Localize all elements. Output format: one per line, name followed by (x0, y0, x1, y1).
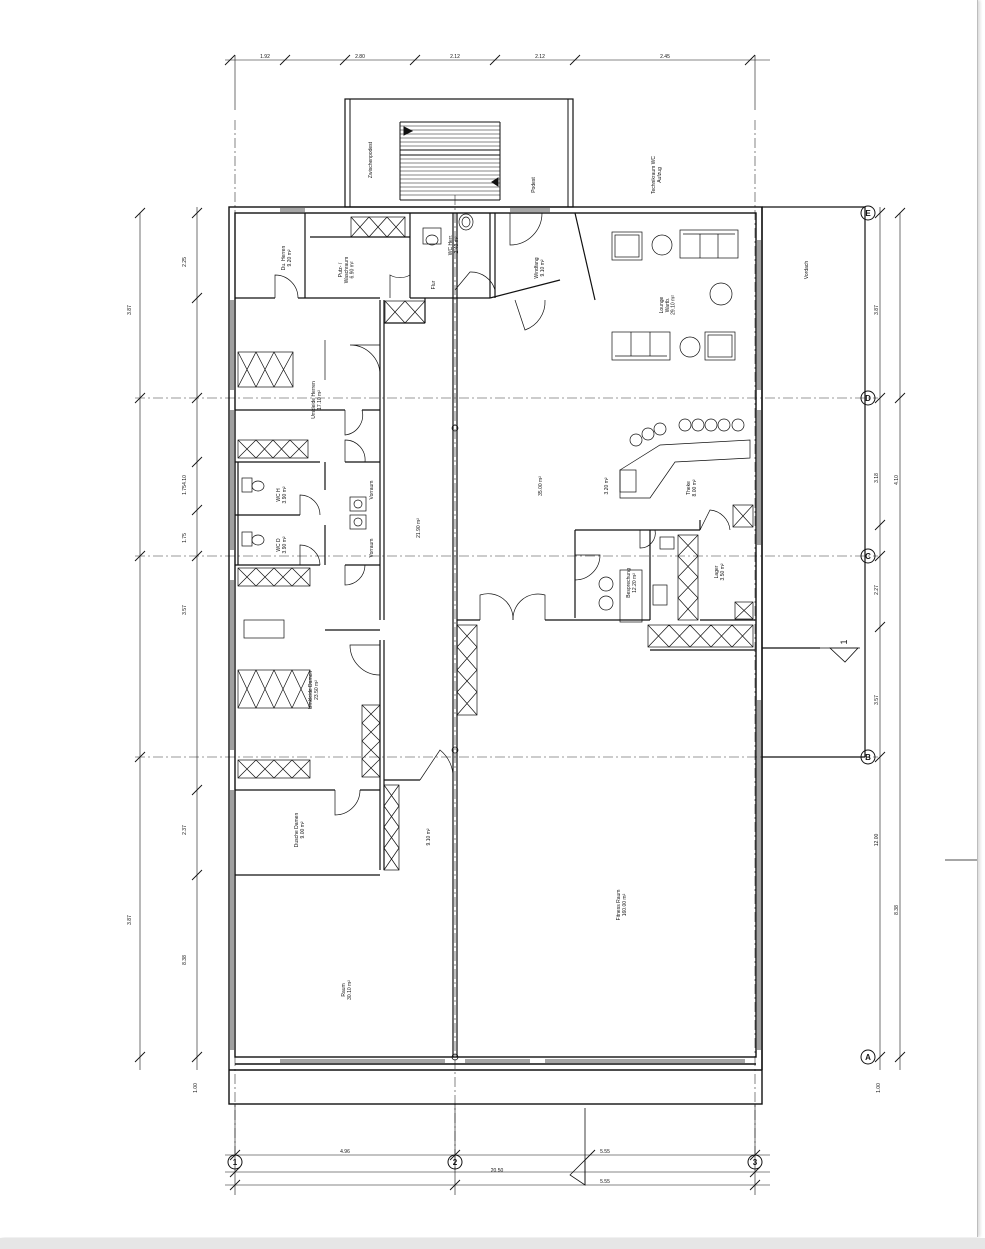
interior-walls (235, 206, 866, 1057)
room-label-stairwell: Zwischenpodest (368, 141, 374, 178)
room-label-podest: Podest (531, 177, 537, 193)
room-label-technik: Technikraum WCAufzug (651, 156, 663, 194)
room-label-vorraum-1: Vorraum (369, 481, 375, 500)
room-label-windfang: Windfang9.10 m² (534, 257, 546, 278)
dim-top-2: 2.12 (450, 54, 460, 60)
windows (230, 208, 761, 1063)
axis-bubble-3-circle (747, 1154, 763, 1170)
lockers (237, 216, 754, 871)
dim-left-4: 1.75 (182, 533, 188, 543)
dim-bottom-0: 4.96 (340, 1149, 350, 1155)
room-label-flur-lower: 9.10 m² (426, 828, 432, 845)
room-label-wc-d: WC D3.90 m² (276, 536, 288, 553)
dim-right-1: 3.18 (874, 473, 880, 483)
dim-left-5: 3.57 (182, 605, 188, 615)
dim-right-3: 2.27 (874, 585, 880, 595)
dim-bottom-2: 5.55 (600, 1149, 610, 1155)
page-bottom-edge (0, 1238, 985, 1249)
room-label-fitness: Fitness Raum160.00 m² (616, 890, 628, 921)
axis-bubble-e-circle (860, 205, 876, 221)
axis-bubble-a: A (865, 1053, 871, 1062)
axis-bubble-c-circle (860, 548, 876, 564)
stairwell (344, 98, 574, 208)
dimension-lines (134, 54, 906, 1195)
dim-top-1: 2.80 (355, 54, 365, 60)
room-label-umkleide-damen: Umkleide Damen23.50 m² (308, 671, 320, 710)
toilets (241, 213, 474, 547)
room-label-cafe: 35.00 m² (538, 476, 544, 496)
room-label-wc-h: WC H3.90 m² (276, 486, 288, 503)
dim-right-5: 12.00 (874, 834, 880, 847)
dim-top-0: 1.92 (260, 54, 270, 60)
axis-bubble-3: 3 (753, 1158, 758, 1167)
room-label-wc-herren: WC Herr.2.40 m² (448, 235, 460, 256)
room-label-putz: Putz- /Waschraum6.90 m² (338, 257, 356, 284)
dim-left-7: 8.38 (182, 955, 188, 965)
axis-bubble-2-circle (447, 1154, 463, 1170)
axis-bubbles: E D C B A 1 2 3 (227, 205, 876, 1170)
room-label-vordach: Vordach (804, 261, 810, 280)
dim-right-0: 3.87 (874, 305, 880, 315)
doors (274, 212, 731, 816)
dim-left-2: 4.10 (182, 475, 188, 485)
grid-lines (135, 120, 878, 1170)
room-label-theke: Theke8.00 m² (686, 479, 698, 496)
dim-bottom-3: 5.55 (600, 1179, 610, 1185)
room-label-besprechung: Besprechung12.20 m² (626, 568, 638, 598)
room-label-umkleide-herren: Umkleide Herren17.10 m² (311, 381, 323, 419)
dim-left-3: 1.75 (182, 485, 188, 495)
axis-bubble-2: 2 (453, 1158, 458, 1167)
dim-right-6: 8.38 (894, 905, 900, 915)
room-label-lager: Lager3.50 m² (714, 563, 726, 580)
dim-top-3: 2.12 (535, 54, 545, 60)
axis-bubble-d-circle (860, 390, 876, 406)
room-label-flur-top: Flur (431, 280, 437, 289)
dim-left-1: 3.87 (127, 305, 133, 315)
column-markers (451, 424, 459, 1061)
dim-right-2: 4.10 (894, 475, 900, 485)
room-label-flur-main: 21.90 m² (416, 518, 422, 538)
room-label-ausschank: 3.20 m² (604, 477, 610, 494)
axis-bubble-e: E (865, 209, 871, 218)
room-label-dusche-herren: Du. Herren9.20 m² (281, 246, 293, 271)
dim-end-0: 1.00 (193, 1083, 199, 1093)
room-label-vorraum-2: Vorraum (369, 539, 375, 558)
axis-bubble-b-circle (860, 749, 876, 765)
section-marker-number: 1 (839, 639, 849, 644)
room-label-raum: Raum30.10 m² (341, 980, 353, 1000)
dim-left-0: 2.25 (182, 257, 188, 267)
room-label-lounge: LoungeWartb.29.10 m² (659, 295, 677, 315)
dim-bottom-1: 20.50 (491, 1168, 504, 1174)
dim-right-4: 3.57 (874, 695, 880, 705)
dim-end-1: 1.00 (876, 1083, 882, 1093)
exterior-walls (228, 206, 763, 1105)
axis-bubble-c: C (865, 552, 871, 561)
axis-bubble-1-circle (227, 1154, 243, 1170)
dim-left-8: 3.87 (127, 915, 133, 925)
axis-bubble-b: B (865, 753, 871, 762)
furniture (243, 229, 751, 639)
room-label-dusche-damen: Dusche Damen9.00 m² (294, 813, 306, 848)
dim-left-6: 2.37 (182, 825, 188, 835)
dim-top-4: 2.45 (660, 54, 670, 60)
axis-bubble-a-circle (860, 1049, 876, 1065)
axis-bubble-1: 1 (233, 1158, 238, 1167)
axis-bubble-d: D (865, 394, 871, 403)
section-marker (569, 647, 860, 1186)
